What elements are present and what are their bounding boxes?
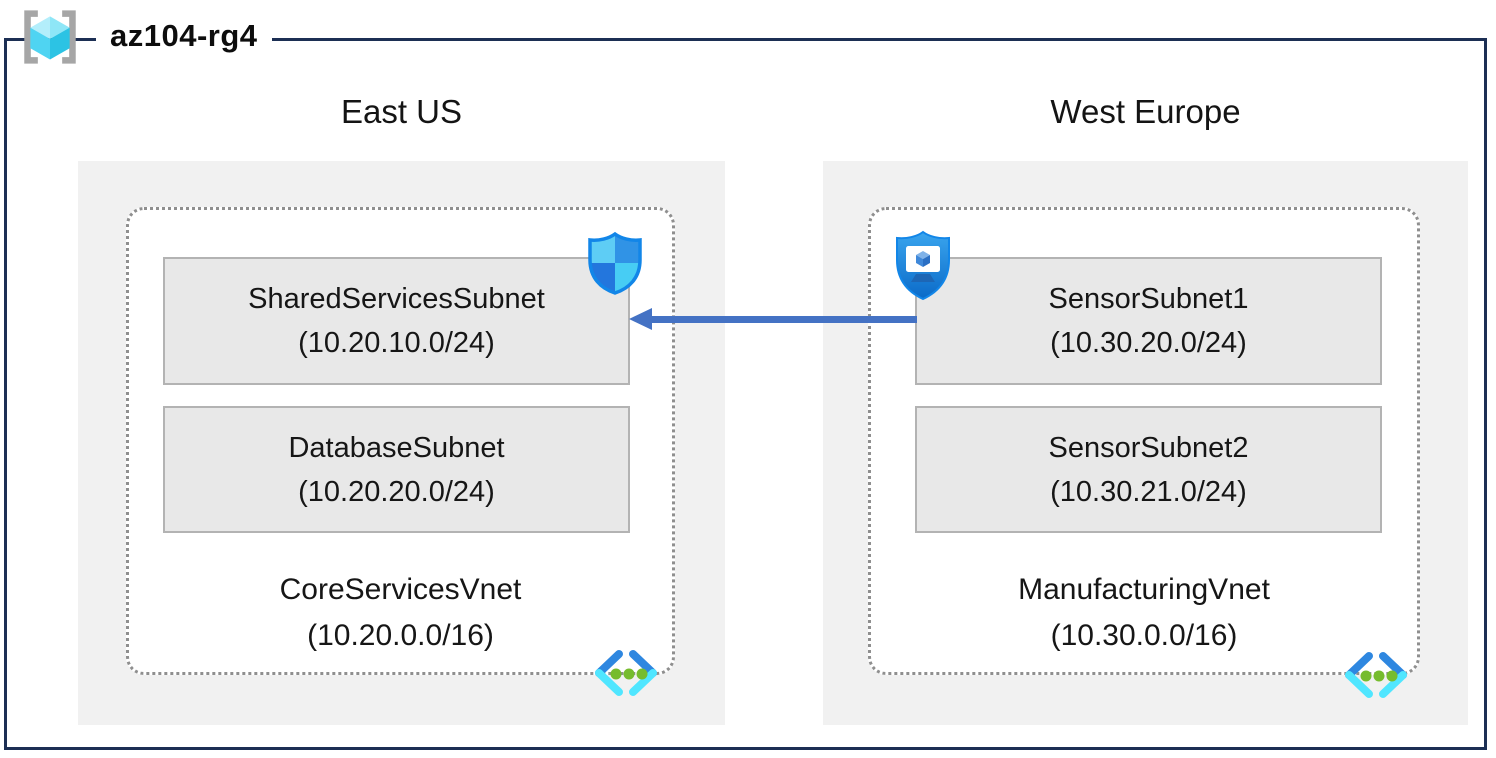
vnet-cidr: (10.30.0.0/16) (1050, 619, 1238, 652)
subnet-name: SensorSubnet1 (1048, 283, 1249, 315)
virtual-network-icon (1345, 652, 1407, 698)
subnet-cidr: (10.20.10.0/24) (298, 327, 495, 359)
vnet-name: ManufacturingVnet (1018, 573, 1270, 606)
region-title-west-europe: West Europe (1050, 93, 1241, 130)
subnet-cidr: (10.30.20.0/24) (1050, 327, 1247, 359)
subnet-sensorsubnet1: SensorSubnet1 (10.30.20.0/24) (915, 257, 1382, 385)
subnet-name: SharedServicesSubnet (248, 283, 545, 315)
vnet-label-coreservicesvnet: CoreServicesVnet (10.20.0.0/16) (126, 567, 675, 659)
application-security-group-icon (896, 230, 950, 301)
peering-arrow-head (629, 308, 652, 330)
vnet-cidr: (10.20.0.0/16) (307, 619, 494, 652)
subnet-databasesubnet: DatabaseSubnet (10.20.20.0/24) (163, 406, 630, 533)
subnet-sensorsubnet2: SensorSubnet2 (10.30.21.0/24) (915, 406, 1382, 533)
subnet-name: DatabaseSubnet (288, 431, 505, 464)
virtual-network-icon (595, 650, 657, 696)
vnet-name: CoreServicesVnet (279, 573, 522, 606)
subnet-sharedservicessubnet: SharedServicesSubnet (10.20.10.0/24) (163, 257, 630, 385)
subnet-name: SensorSubnet2 (1048, 431, 1249, 464)
resource-group-title: az104-rg4 (96, 13, 272, 59)
vnet-label-manufacturingvnet: ManufacturingVnet (10.30.0.0/16) (868, 567, 1420, 659)
peering-arrow-shaft (651, 316, 917, 323)
resource-group-icon (24, 10, 76, 64)
subnet-cidr: (10.20.20.0/24) (298, 475, 495, 508)
subnet-cidr: (10.30.21.0/24) (1050, 475, 1247, 508)
resource-group-frame (4, 38, 1487, 750)
region-title-east-us: East US (340, 93, 463, 130)
network-security-group-icon (588, 231, 642, 295)
